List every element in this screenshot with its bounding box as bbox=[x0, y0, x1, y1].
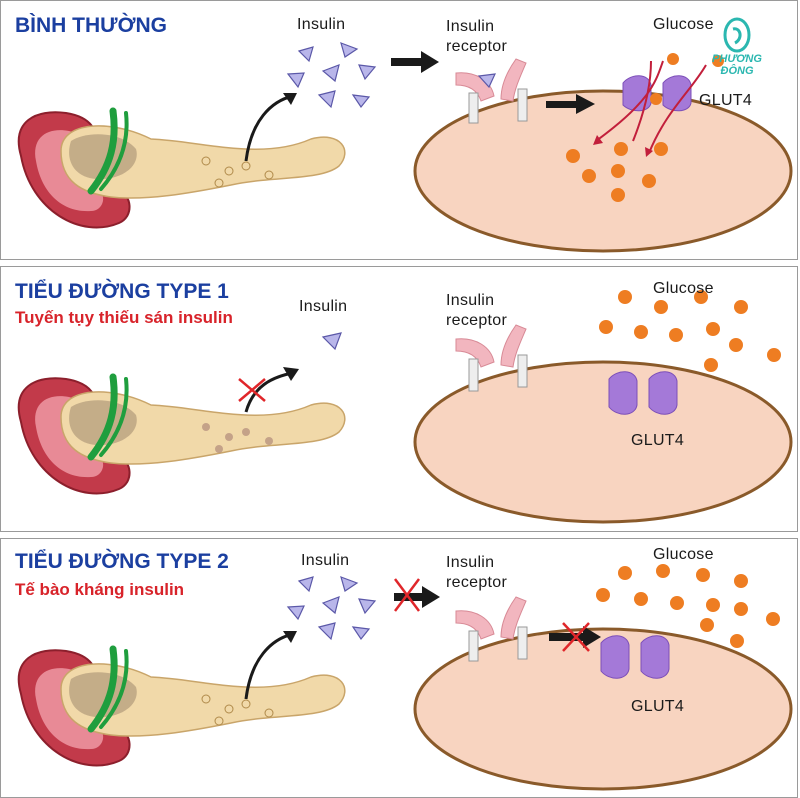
blocked-mark bbox=[562, 622, 590, 652]
panel-subtitle: Tuyến tụy thiếu sán insulin bbox=[15, 308, 233, 327]
glucose-label: Glucose bbox=[653, 546, 714, 563]
glut4-transporter bbox=[608, 371, 678, 415]
pancreas-illustration bbox=[17, 373, 346, 495]
glucose-molecules bbox=[566, 53, 724, 202]
insulin-receptor bbox=[455, 596, 528, 662]
glut4-transporter bbox=[600, 635, 670, 679]
insulin-label: Insulin bbox=[301, 552, 350, 569]
glut4-transporter bbox=[622, 75, 692, 112]
blocked-mark bbox=[238, 378, 266, 402]
glut4-label: GLUT4 bbox=[631, 698, 685, 715]
panel-type1-art bbox=[17, 290, 793, 524]
pancreas-illustration bbox=[17, 107, 346, 229]
insulin-receptor-label: Insulin receptor bbox=[446, 18, 508, 55]
logo-text: PHƯƠNG ĐÔNG bbox=[712, 53, 762, 77]
insulin-molecules bbox=[286, 42, 377, 109]
panel-type1: TIỂU ĐƯỜNG TYPE 1 Tuyến tụy thiếu sán in… bbox=[0, 266, 798, 532]
panel-normal: BÌNH THƯỜNG Insulin Insulin receptor Glu… bbox=[0, 0, 798, 260]
insulin-receptor-label: Insulin receptor bbox=[446, 292, 508, 329]
glut4-label: GLUT4 bbox=[631, 432, 685, 449]
insulin-label: Insulin bbox=[299, 298, 348, 315]
glucose-molecules bbox=[599, 290, 781, 372]
insulin-receptor bbox=[455, 58, 528, 124]
insulin-molecules bbox=[286, 576, 377, 641]
panel-subtitle: Tế bào kháng insulin bbox=[15, 580, 185, 599]
glucose-label: Glucose bbox=[653, 280, 714, 297]
panel-type2-art bbox=[17, 564, 793, 791]
glucose-label: Glucose bbox=[653, 16, 714, 33]
glut4-label: GLUT4 bbox=[699, 92, 753, 109]
blocked-mark bbox=[394, 578, 420, 612]
pancreas-illustration bbox=[17, 645, 346, 767]
phuong-dong-logo: PHƯƠNG ĐÔNG bbox=[697, 15, 777, 77]
insulin-label: Insulin bbox=[297, 16, 346, 33]
panel-title: BÌNH THƯỜNG bbox=[15, 14, 167, 37]
insulin-molecule bbox=[321, 332, 342, 351]
insulin-receptor-label: Insulin receptor bbox=[446, 554, 508, 591]
panel-normal-art bbox=[17, 42, 793, 253]
panel-title: TIỂU ĐƯỜNG TYPE 2 bbox=[15, 550, 229, 573]
insulin-receptor bbox=[455, 324, 528, 392]
glucose-molecules bbox=[596, 564, 780, 648]
panel-title: TIỂU ĐƯỜNG TYPE 1 bbox=[15, 280, 229, 303]
panel-type2: TIỂU ĐƯỜNG TYPE 2 Tế bào kháng insulin I… bbox=[0, 538, 798, 798]
